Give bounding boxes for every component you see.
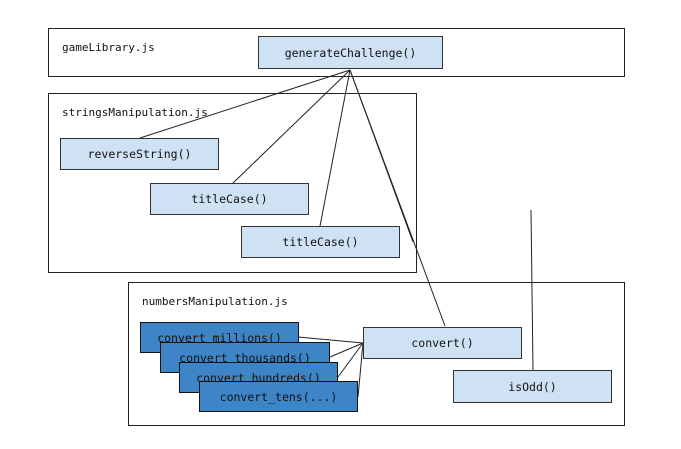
convert-tens-label: convert_tens(...) — [219, 389, 338, 404]
title-case-label-1: titleCase() — [191, 192, 268, 206]
generate-challenge-label: generateChallenge() — [284, 45, 417, 60]
is-odd-label: isOdd() — [508, 379, 557, 394]
convert-thousands-label: convert_thousands() — [179, 350, 311, 365]
convert-label: convert() — [411, 336, 474, 350]
game-library-label: gameLibrary.js — [62, 41, 155, 54]
numbers-manipulation-label: numbersManipulation.js — [142, 295, 288, 308]
title-case-label-2: titleCase() — [282, 235, 359, 249]
strings-manipulation-label: stringsManipulation.js — [62, 106, 208, 119]
reverse-string-label: reverseString() — [87, 147, 192, 161]
convert-millions-label: convert_millions() — [157, 330, 282, 345]
generate-challenge-node: generateChallenge() — [258, 36, 443, 69]
title-case-node-2: titleCase() — [241, 226, 400, 258]
convert-node: convert() — [363, 327, 522, 359]
title-case-node-1: titleCase() — [150, 183, 309, 215]
is-odd-node: isOdd() — [453, 370, 612, 403]
reverse-string-node: reverseString() — [60, 138, 219, 170]
convert-tens-node: convert_tens(...) — [199, 381, 358, 412]
